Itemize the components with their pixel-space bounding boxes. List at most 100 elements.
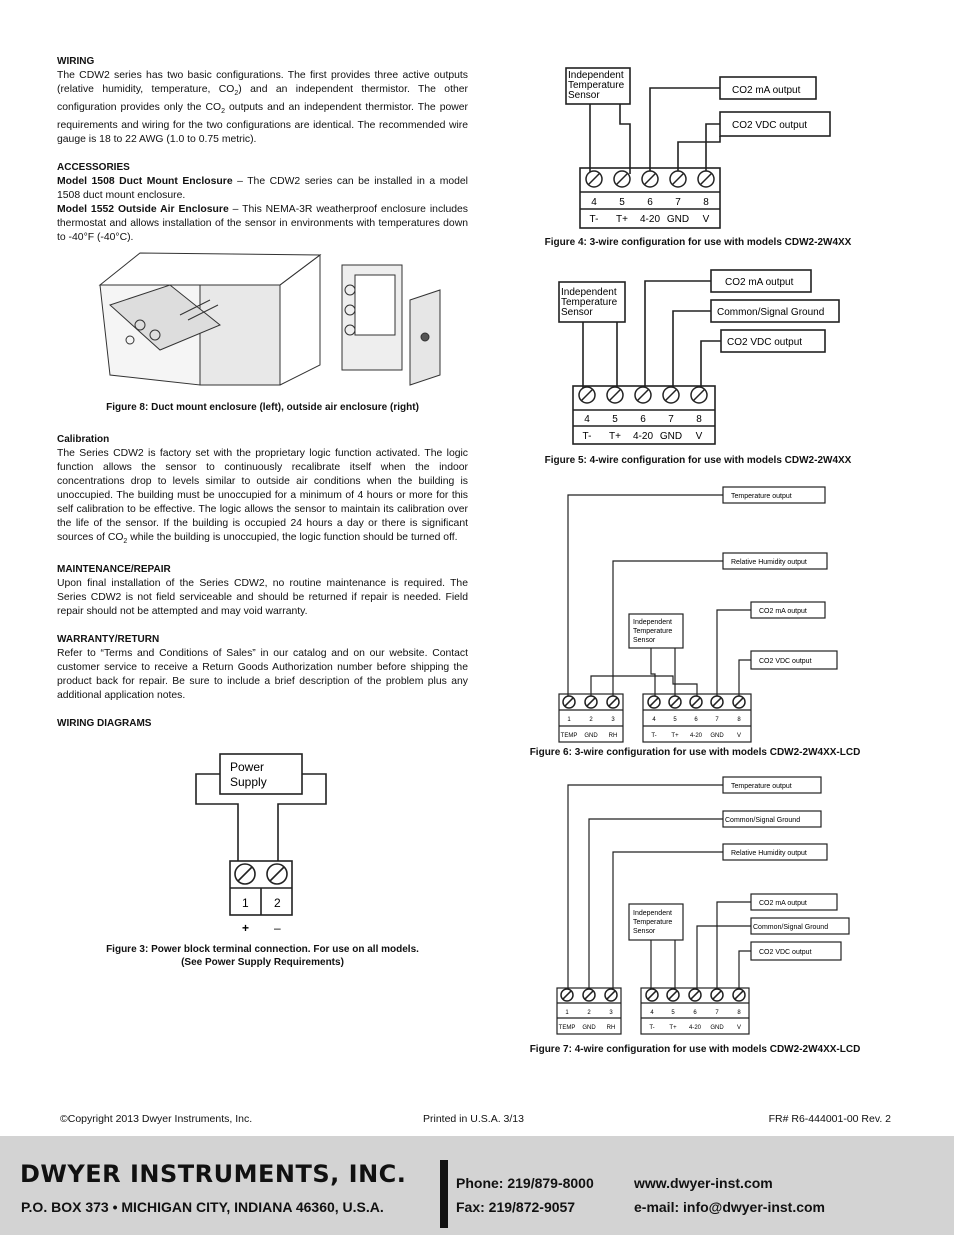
sensor-label: Independent <box>633 910 672 917</box>
terminal-label-4: V <box>737 1025 741 1031</box>
screw-terminal-2 <box>266 863 288 885</box>
co2-ma-label: CO2 mA output <box>759 900 807 907</box>
figure3-caption: Figure 3: Power block terminal connectio… <box>106 944 419 968</box>
terminal-number-2: 6 <box>694 717 698 723</box>
sensor-label: Independent <box>633 619 672 626</box>
sensor-label: Independent <box>561 287 617 298</box>
terminal-number-2: 6 <box>640 414 646 425</box>
figure7-diagram: Temperature output Common/Signal Ground … <box>556 776 850 1035</box>
terminal-number-1: 5 <box>619 197 625 208</box>
terminal-1-label: 1 <box>242 896 249 910</box>
calibration-text: The Series CDW2 is factory set with the … <box>57 448 468 546</box>
terminal-label-2: 4-20 <box>690 733 703 739</box>
maintenance-text: Upon final installation of the Series CD… <box>57 578 468 618</box>
left-column-bottom: Calibration The Series CDW2 is factory s… <box>57 433 468 731</box>
lcd-left-number-1: 2 <box>589 717 593 723</box>
minus-sign: – <box>274 921 281 935</box>
svg-text:Temperature: Temperature <box>633 919 672 926</box>
terminal-label-2: 4-20 <box>689 1025 702 1031</box>
terminal-label-3: GND <box>710 1025 724 1031</box>
warranty-heading: WARRANTY/RETURN <box>57 634 160 646</box>
svg-text:Sensor: Sensor <box>561 307 593 318</box>
terminal-label-1: T+ <box>609 431 621 442</box>
svg-text:Sensor: Sensor <box>633 928 656 935</box>
duct-mount-box <box>109 284 221 351</box>
lcd-left-label-1: GND <box>582 1025 596 1031</box>
terminal-number-4: 8 <box>737 1010 741 1016</box>
terminal-number-0: 4 <box>652 717 656 723</box>
common-ground-label: Common/Signal Ground <box>725 817 800 824</box>
lcd-left-number-0: 1 <box>565 1010 569 1016</box>
lcd-left-number-1: 2 <box>587 1010 591 1016</box>
website-link[interactable]: www.dwyer-inst.com <box>634 1175 773 1191</box>
svg-text:Sensor: Sensor <box>633 637 656 644</box>
temp-sensor-box <box>558 281 626 323</box>
terminal-label-4: V <box>737 733 741 739</box>
terminal-label-0: T- <box>590 214 599 225</box>
svg-text:Temperature: Temperature <box>633 628 672 635</box>
common-ground-label: Common/Signal Ground <box>717 307 824 318</box>
terminal-number-2: 6 <box>693 1010 697 1016</box>
model-1508-text: Model 1508 Duct Mount Enclosure – The CD… <box>57 176 468 202</box>
co2-ma-label: CO2 mA output <box>759 608 807 615</box>
model-1552-text: Model 1552 Outside Air Enclosure – This … <box>57 204 468 244</box>
phone: Phone: 219/879-8000 <box>456 1175 594 1191</box>
figure4-caption: Figure 4: 3-wire configuration for use w… <box>544 237 852 248</box>
wiring-diagrams-heading: WIRING DIAGRAMS <box>57 718 152 730</box>
lcd-left-number-0: 1 <box>567 717 571 723</box>
terminal-label-3: GND <box>710 733 724 739</box>
terminal-number-3: 7 <box>715 717 719 723</box>
left-column-top: WIRING The CDW2 series has two basic con… <box>57 55 468 245</box>
terminal-label-1: T+ <box>669 1025 677 1031</box>
figure3-power-diagram: Power Supply 1 2 + – <box>195 753 327 935</box>
terminal-number-4: 8 <box>703 197 709 208</box>
company-name: DWYER INSTRUMENTS, INC. <box>20 1160 407 1188</box>
rh-output-label: Relative Humidity output <box>731 850 807 857</box>
terminal-number-3: 7 <box>715 1010 719 1016</box>
fax: Fax: 219/872-9057 <box>456 1199 576 1215</box>
figure6-caption: Figure 6: 3-wire configuration for use w… <box>529 747 861 758</box>
terminal-number-0: 4 <box>650 1010 654 1016</box>
terminal-label-4: V <box>703 214 710 225</box>
duct-opening <box>199 284 281 386</box>
terminal-label-3: GND <box>667 214 689 225</box>
rh-output-label: Relative Humidity output <box>731 559 807 566</box>
co2-vdc-label: CO2 VDC output <box>727 337 802 348</box>
svg-text:Common/Signal Ground: Common/Signal Ground <box>753 924 828 931</box>
maintenance-heading: MAINTENANCE/REPAIR <box>57 564 171 576</box>
power-label-2: Supply <box>230 775 267 789</box>
terminal-number-4: 8 <box>737 717 741 723</box>
lcd-left-label-2: RH <box>607 1025 616 1031</box>
wiring-heading: WIRING <box>57 56 95 67</box>
co2-ma-label: CO2 mA output <box>725 277 794 288</box>
svg-text:Sensor: Sensor <box>568 90 600 101</box>
figure4-screws <box>585 170 715 188</box>
terminal-label-2: 4-20 <box>640 214 660 225</box>
temp-output-label: Temperature output <box>731 783 792 790</box>
warranty-text: Refer to “Terms and Conditions of Sales”… <box>57 648 468 702</box>
terminal-label-1: T+ <box>671 733 679 739</box>
lcd-left-label-2: RH <box>609 733 618 739</box>
copyright: ©Copyright 2013 Dwyer Instruments, Inc. <box>60 1113 253 1125</box>
figure7-caption: Figure 7: 4-wire configuration for use w… <box>529 1044 861 1055</box>
co2-ma-label: CO2 mA output <box>732 85 801 96</box>
co2-vdc-label: CO2 VDC output <box>759 658 812 665</box>
terminal-number-1: 5 <box>671 1010 675 1016</box>
co2-vdc-label: CO2 VDC output <box>732 120 807 131</box>
co2-vdc-label: CO2 VDC output <box>759 949 812 956</box>
figure6-diagram: Temperature output Relative Humidity out… <box>558 486 838 743</box>
enclosure-illustration <box>98 252 441 386</box>
lcd-left-label-0: TEMP <box>561 733 578 739</box>
screw-terminal-1 <box>234 863 256 885</box>
terminal-number-0: 4 <box>591 197 597 208</box>
email-link[interactable]: e-mail: info@dwyer-inst.com <box>634 1199 826 1215</box>
temp-sensor-box <box>565 67 631 105</box>
terminal-label-0: T- <box>651 733 656 739</box>
terminal-label-0: T- <box>649 1025 654 1031</box>
figure5-caption: Figure 5: 4-wire configuration for use w… <box>544 455 852 466</box>
terminal-number-1: 5 <box>673 717 677 723</box>
lcd-left-label-0: TEMP <box>559 1025 576 1031</box>
address: P.O. BOX 373 • MICHIGAN CITY, INDIANA 46… <box>21 1199 384 1215</box>
terminal-number-2: 6 <box>647 197 653 208</box>
footer-band <box>0 1136 954 1235</box>
